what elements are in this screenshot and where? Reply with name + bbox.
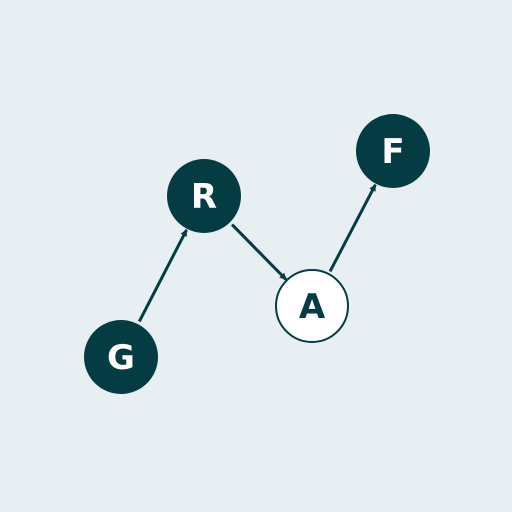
edge-r-to-a (230, 223, 288, 281)
node-circle-r (167, 159, 241, 233)
node-a: A (275, 269, 349, 343)
edge-a-to-f (328, 183, 377, 273)
node-label-a: A (299, 287, 326, 327)
node-f: F (356, 114, 430, 188)
nodes-layer: G R A F (84, 114, 430, 394)
node-circle-g (84, 320, 158, 394)
edges-layer (137, 183, 377, 323)
node-r: R (167, 159, 241, 233)
node-circle-f (356, 114, 430, 188)
edge-g-to-r (137, 229, 188, 323)
node-label-f: F (381, 132, 404, 172)
node-label-g: G (107, 338, 135, 378)
node-circle-a (275, 269, 349, 343)
node-g: G (84, 320, 158, 394)
node-label-r: R (191, 177, 217, 217)
